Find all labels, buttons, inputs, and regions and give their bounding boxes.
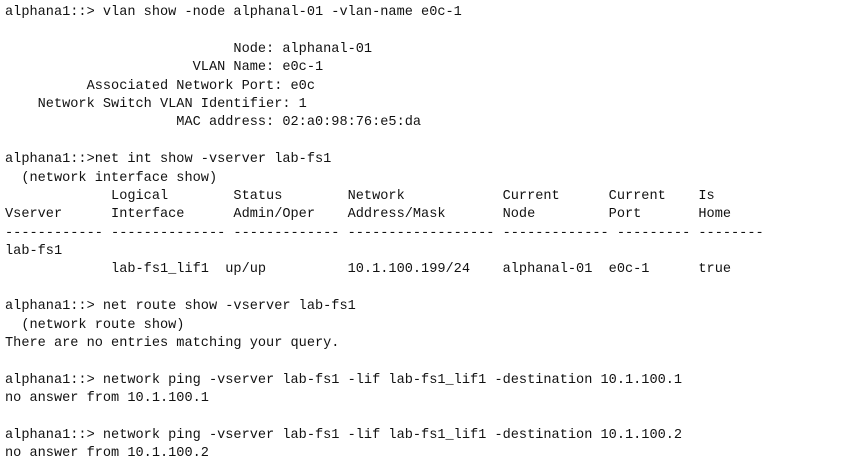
vlan-associated-port: Associated Network Port: e0c [5, 78, 315, 94]
output-line: (network interface show) [5, 170, 218, 186]
no-entries-message: There are no entries matching your query… [5, 336, 340, 352]
ping-result: no answer from 10.1.100.2 [5, 446, 209, 462]
command-net-route-show: alphana1::> net route show -vserver lab-… [5, 299, 356, 315]
output-line [5, 133, 848, 151]
table-row: lab-fs1_lif1 up/up 10.1.100.199/24 alpha… [5, 262, 732, 278]
vlan-node: Node: alphanal-01 [5, 41, 373, 57]
output-line [5, 22, 848, 40]
command-ping-1: alphana1::> network ping -vserver lab-fs… [5, 372, 683, 388]
vlan-mac-address: MAC address: 02:a0:98:76:e5:da [5, 115, 422, 131]
table-header-row-2: Vserver Interface Admin/Oper Address/Mas… [5, 207, 732, 223]
table-header-row-1: Logical Status Network Current Current I… [5, 188, 715, 204]
command-vlan-show: alphana1::> vlan show -node alphanal-01 … [5, 5, 462, 20]
command-ping-2: alphana1::> network ping -vserver lab-fs… [5, 427, 683, 443]
output-line [5, 280, 848, 298]
output-line [5, 353, 848, 371]
vlan-switch-identifier: Network Switch VLAN Identifier: 1 [5, 96, 307, 112]
ping-result: no answer from 10.1.100.1 [5, 391, 209, 407]
table-row: lab-fs1 [5, 244, 63, 260]
command-net-int-show: alphana1::>net int show -vserver lab-fs1 [5, 152, 332, 168]
output-line [5, 409, 848, 427]
output-line: (network route show) [5, 317, 185, 333]
vlan-name: VLAN Name: e0c-1 [5, 60, 324, 76]
table-separator: ------------ -------------- ------------… [5, 225, 764, 241]
